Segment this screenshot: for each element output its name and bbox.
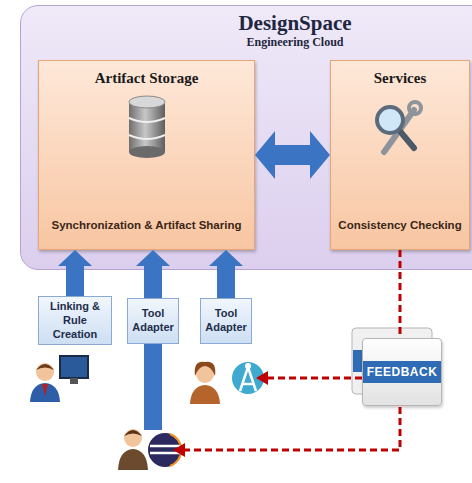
region-subtitle: Engineering Cloud xyxy=(246,35,343,49)
region-title: DesignSpace xyxy=(238,12,351,35)
tools-icon xyxy=(377,102,421,152)
arrow-shaft xyxy=(144,344,162,430)
monitor-stand xyxy=(70,378,78,384)
block-arrow xyxy=(144,266,162,298)
arrow-label-box: Tool Adapter xyxy=(127,298,179,344)
tie xyxy=(42,384,48,396)
arrow-label: Tool Adapter xyxy=(204,307,248,335)
developer-figure xyxy=(118,429,182,470)
tool-logo xyxy=(231,361,265,395)
modeler-figure xyxy=(30,356,88,402)
double-block-arrow xyxy=(275,145,310,165)
person-body xyxy=(190,385,220,404)
panel-heading: Artifact Storage xyxy=(95,69,199,87)
hair xyxy=(36,364,54,370)
arrow-label-box: Tool Adapter xyxy=(200,298,252,344)
feedback-document: FEEDBACK xyxy=(362,338,442,406)
compass-symbol xyxy=(240,367,256,391)
database-bands xyxy=(129,118,165,139)
ide-logo xyxy=(148,433,182,467)
person-body xyxy=(118,449,148,470)
services-panel: ServicesConsistency Checking xyxy=(330,60,470,250)
ide-logo-stripes xyxy=(150,446,180,453)
panel-heading: Services xyxy=(374,69,426,87)
arrow-label: Linking & Rule Creation xyxy=(42,300,108,341)
tool-user-figure xyxy=(190,361,265,404)
compass-pivot xyxy=(245,363,251,369)
arrow-label: Tool Adapter xyxy=(131,307,175,335)
database-top xyxy=(129,96,165,108)
block-arrow xyxy=(66,266,84,296)
database-icon xyxy=(129,96,165,158)
ide-logo-rim xyxy=(170,434,181,466)
arrow-label-box: Linking & Rule Creation xyxy=(38,296,112,345)
feedback-label: FEEDBACK xyxy=(363,361,441,383)
person-head xyxy=(36,363,54,381)
hair xyxy=(124,430,142,436)
magnifier-lens xyxy=(377,107,403,133)
feedback-link xyxy=(399,250,402,338)
person-head xyxy=(124,429,142,447)
wrench-head xyxy=(409,102,421,114)
person-body xyxy=(30,383,60,402)
feedback-arrow xyxy=(268,377,362,380)
magnifier-handle xyxy=(399,130,414,148)
database-bottom xyxy=(129,146,165,158)
feedback-arrow xyxy=(185,407,400,450)
monitor xyxy=(60,356,88,378)
panel-caption: Synchronization & Artifact Sharing xyxy=(52,218,242,233)
database-body xyxy=(129,102,165,152)
hair xyxy=(195,362,216,376)
panel-caption: Consistency Checking xyxy=(338,218,461,233)
block-arrow xyxy=(217,266,235,298)
